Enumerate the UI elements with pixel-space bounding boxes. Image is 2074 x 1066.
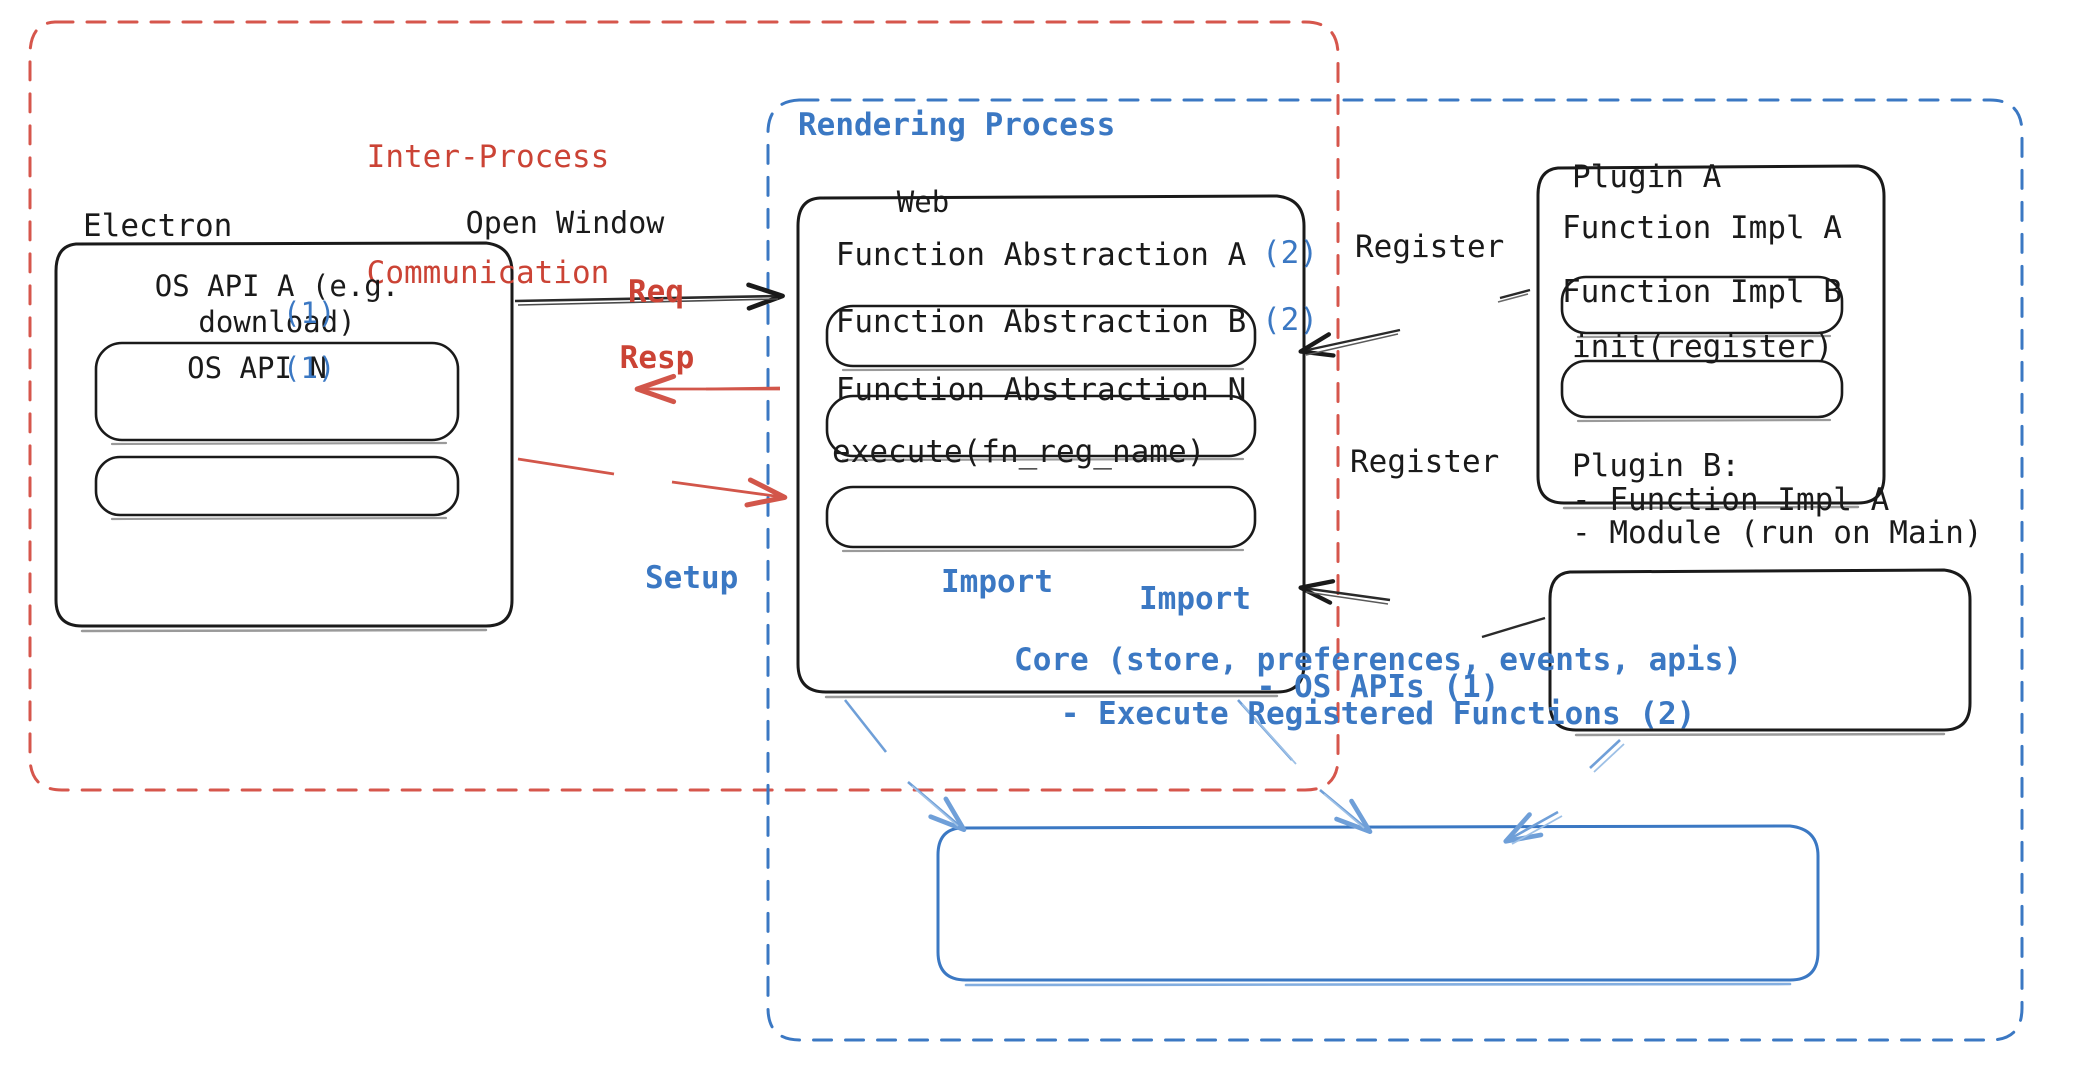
ipc-label-line1: Inter-Process (366, 138, 610, 175)
ipc-container-label: Inter-Process Communication (318, 60, 658, 370)
electron-title: Electron (83, 208, 233, 244)
open-window-arrow-label: Open Window (465, 206, 665, 241)
import-right-arrow (1503, 739, 1625, 845)
web-execute-footer: execute(fn_reg_name) (832, 434, 1206, 470)
core-line-2: - OS APIs (1) (1256, 669, 1500, 705)
ipc-label-line2: Communication (366, 254, 610, 291)
plugin-a-title: Plugin A (1572, 159, 1722, 195)
import-right-arrow-label: Import (1139, 581, 1251, 617)
register-bottom-arrow (1298, 579, 1546, 639)
resp-arrow-label: Resp (619, 340, 695, 376)
register-bottom-label: Register (1350, 444, 1500, 480)
fn-abstraction-a-marker: (2) (1262, 235, 1318, 271)
function-impl-a-label: Function Impl A (1562, 210, 1842, 246)
core-box-outline (936, 824, 1820, 987)
resp-arrow (517, 457, 788, 508)
plugin-b-title: Plugin B: (1572, 448, 1740, 484)
fn-abstraction-n-label: Function Abstraction N (835, 372, 1247, 408)
os-api-n-label: OS API N (187, 351, 327, 385)
register-top-arrow (1298, 288, 1531, 358)
os-api-a-marker: (1) (283, 296, 336, 330)
os-api-a-label: OS API A (e.g. download) (154, 269, 400, 340)
plugin-b-line-2: - Module (run on Main) (1572, 515, 1983, 551)
fn-abstraction-b-label: Function Abstraction B (835, 304, 1247, 340)
os-api-n-box-outline (94, 455, 460, 521)
os-api-n-marker: (1) (283, 351, 336, 385)
plugin-a-init-footer: init(register) (1572, 329, 1834, 365)
function-impl-b-box-outline (1560, 359, 1844, 423)
core-line-3: - Execute Registered Functions (2) (1060, 696, 1696, 732)
req-arrow (634, 373, 781, 405)
web-title: Web (896, 185, 950, 219)
rendering-process-label: Rendering Process (798, 107, 1116, 143)
plugin-b-line-1: - Function Impl A (1572, 482, 1890, 518)
register-top-label: Register (1355, 229, 1505, 265)
setup-arrow-label: Setup (645, 560, 739, 596)
import-left-arrow-label: Import (941, 564, 1053, 600)
fn-abstraction-a-label: Function Abstraction A (835, 237, 1247, 273)
req-arrow-label: Req (628, 274, 684, 310)
function-impl-b-label: Function Impl B (1562, 274, 1842, 310)
core-line-1: Core (store, preferences, events, apis) (1014, 642, 1742, 678)
fn-abstraction-n-box-outline (825, 485, 1257, 553)
fn-abstraction-b-marker: (2) (1262, 302, 1318, 338)
